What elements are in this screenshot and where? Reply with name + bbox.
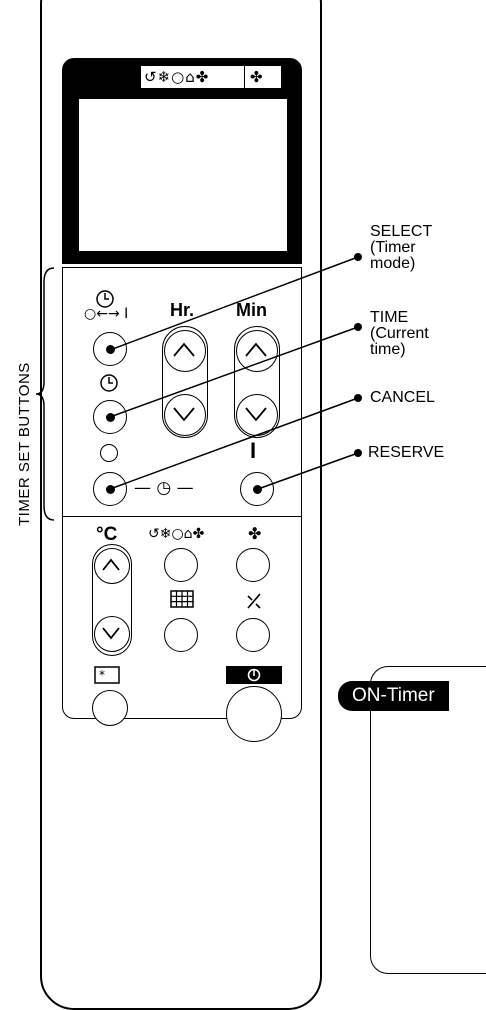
hour-up-button[interactable]	[164, 330, 206, 372]
fan-label: ✤	[248, 524, 262, 543]
down-arrow-icon	[102, 627, 120, 640]
cancel-indicator-icon	[100, 444, 118, 462]
mode-icons: ↺❄○⌂✤	[141, 66, 245, 88]
lcd-screen	[78, 98, 288, 252]
reserve-button-dot	[253, 485, 262, 494]
up-arrow-icon	[173, 342, 195, 357]
on-timer-frame	[370, 666, 486, 974]
reserve-mark: I	[250, 438, 257, 463]
timer-line-symbol: — ◷ —	[134, 478, 194, 498]
mode-button[interactable]	[164, 548, 198, 582]
minute-up-button[interactable]	[236, 330, 278, 372]
power-indicator	[226, 666, 282, 684]
cancel-annotation: CANCEL	[370, 389, 435, 406]
grid-function-button[interactable]	[164, 618, 198, 652]
down-arrow-icon	[173, 407, 195, 422]
select-annotation-line3: mode)	[370, 255, 416, 272]
up-arrow-icon	[245, 342, 267, 357]
fan-icon: ✤	[250, 68, 263, 86]
clock-icon	[96, 290, 114, 308]
panel-divider	[62, 516, 302, 517]
grid-icon	[170, 590, 194, 608]
star-icon: *	[94, 666, 120, 684]
timer-set-bracket	[35, 267, 55, 521]
time-annotation-title: TIME	[370, 309, 409, 326]
swing-icon	[247, 593, 261, 609]
svg-text:*: *	[99, 668, 105, 682]
celsius-label: °C	[96, 524, 118, 545]
minute-label: Min	[236, 300, 267, 320]
fan-speed-button[interactable]	[236, 548, 270, 582]
time-annotation-line2: (Current	[370, 325, 429, 342]
leader-lines	[109, 253, 362, 490]
reserve-annotation: RESERVE	[368, 444, 445, 461]
down-arrow-icon	[245, 407, 267, 422]
mode-indicator-strip: ↺❄○⌂✤ ✤	[140, 65, 282, 89]
on-timer-tab: ON-Timer	[338, 681, 449, 711]
select-annotation-line2: (Timer	[370, 239, 416, 256]
hour-down-button[interactable]	[164, 394, 206, 436]
swing-button[interactable]	[236, 618, 270, 652]
time-annotation-line3: time)	[370, 341, 406, 358]
select-mode-symbol: ○←→ I	[84, 306, 129, 322]
mode-row-label: ↺❄○⌂✤	[148, 526, 205, 542]
hour-label: Hr.	[170, 300, 195, 320]
power-icon	[247, 668, 261, 682]
up-arrow-icon	[102, 558, 120, 571]
clock-icon	[100, 374, 118, 392]
temperature-up-button[interactable]	[94, 548, 130, 584]
special-function-button[interactable]	[92, 690, 128, 726]
power-button[interactable]	[226, 686, 282, 742]
temperature-down-button[interactable]	[94, 616, 130, 652]
select-annotation-title: SELECT	[370, 223, 433, 240]
